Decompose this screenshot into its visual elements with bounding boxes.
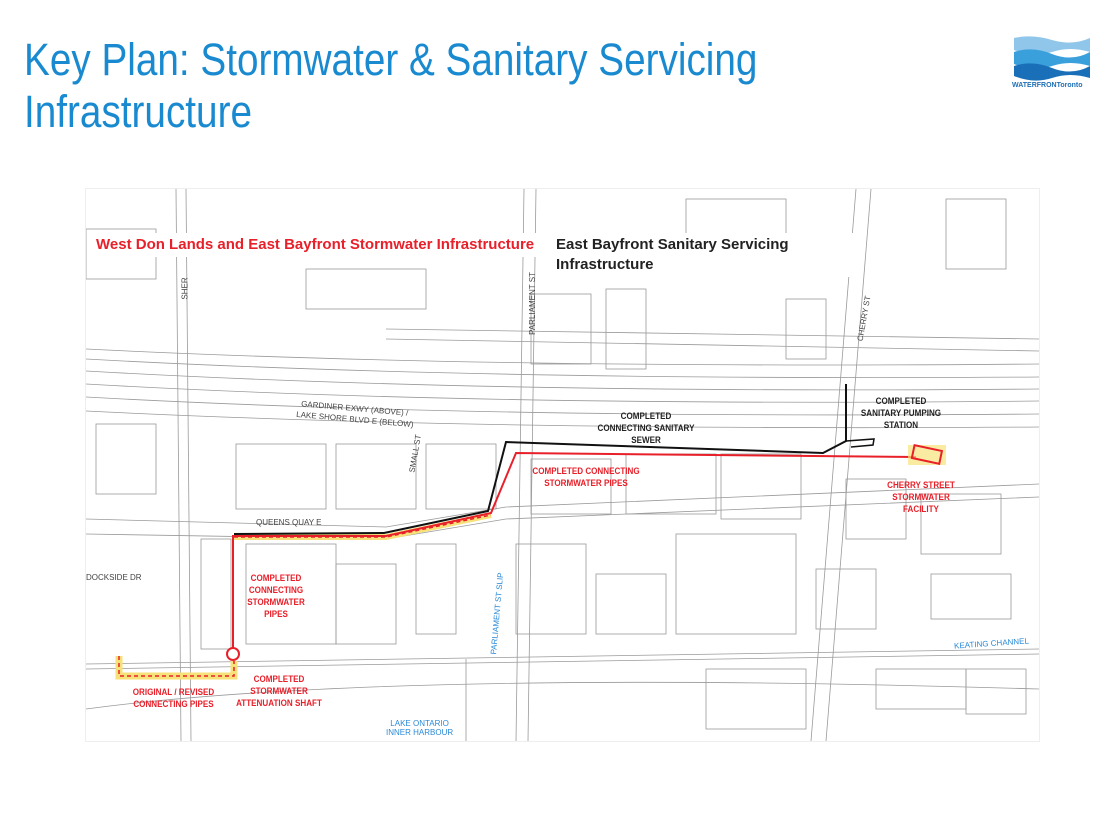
- street-sherbourne: SHER: [180, 277, 190, 300]
- label-cherry-facility: CHERRY STREET STORMWATER FACILITY: [887, 480, 955, 515]
- key-plan-map: West Don Lands and East Bayfront Stormwa…: [85, 188, 1040, 742]
- label-attenuation-shaft: COMPLETED STORMWATER ATTENUATION SHAFT: [236, 674, 322, 709]
- street-dockside: DOCKSIDE DR: [86, 573, 142, 582]
- cherry-facility-marker: [910, 444, 944, 465]
- waterfront-toronto-logo: [1014, 36, 1090, 81]
- stormwater-pipe-route: [232, 451, 917, 654]
- stormwater-heading: West Don Lands and East Bayfront Stormwa…: [90, 233, 541, 257]
- map-drawing: [86, 189, 1039, 741]
- street-queens-quay: QUEENS QUAY E: [256, 518, 322, 527]
- lake-line-2: INNER HARBOUR: [386, 728, 454, 737]
- label-sanitary-sewer: COMPLETED CONNECTING SANITARY SEWER: [597, 411, 695, 446]
- original-pipes-route: [118, 656, 235, 677]
- label-stormwater-pipes-west: COMPLETED CONNECTING STORMWATER PIPES: [247, 573, 305, 620]
- sanitary-heading: East Bayfront Sanitary Servicing Infrast…: [550, 233, 862, 277]
- slide-title: Key Plan: Stormwater & Sanitary Servicin…: [24, 34, 758, 137]
- logo-text: WATERFRONToronto: [1012, 82, 1083, 89]
- attenuation-shaft-marker: [226, 647, 240, 661]
- lake-line-1: LAKE ONTARIO: [390, 719, 449, 728]
- original-pipes-highlight: [115, 656, 238, 680]
- label-stormwater-pipes-east: COMPLETED CONNECTING STORMWATER PIPES: [532, 466, 640, 489]
- street-parliament: PARLIAMENT ST: [527, 272, 537, 335]
- pumping-station-shape: [845, 438, 875, 448]
- label-pumping-station: COMPLETED SANITARY PUMPING STATION: [860, 396, 942, 431]
- label-original-pipes: ORIGINAL / REVISED CONNECTING PIPES: [132, 687, 215, 710]
